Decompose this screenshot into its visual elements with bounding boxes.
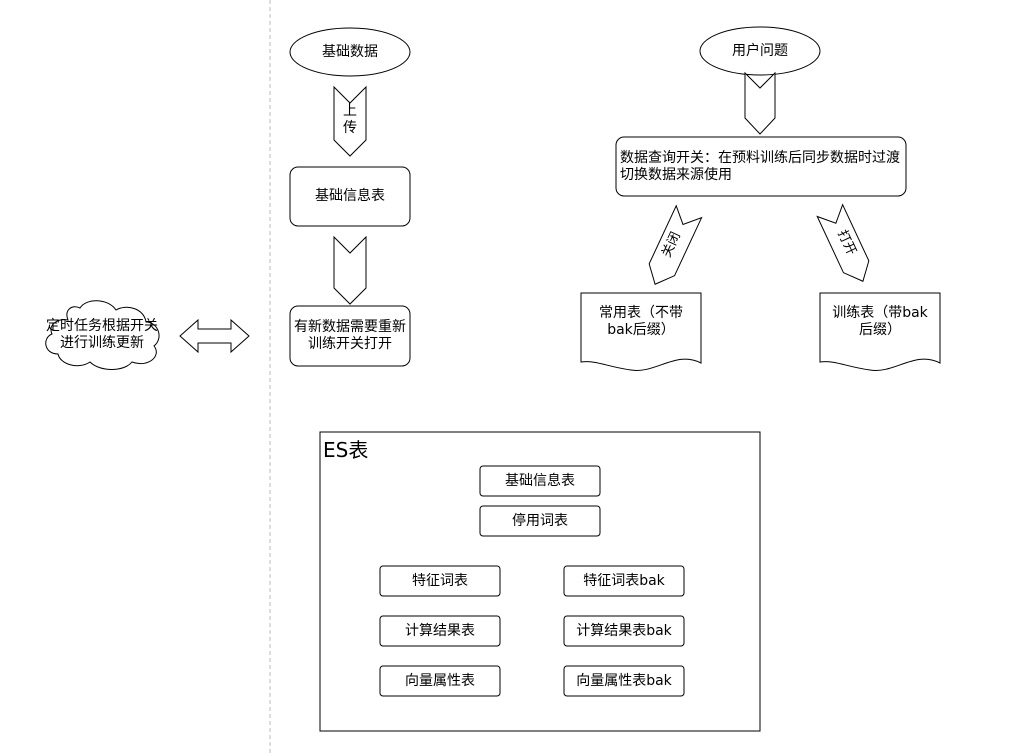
es-feature-words-bak-label: 特征词表bak: [583, 572, 665, 589]
train-table-label: 训练表（带bak后缀）: [832, 305, 928, 338]
es-calc-result-label: 计算结果表: [405, 622, 475, 639]
down-arrow-chevron[interactable]: [333, 235, 367, 305]
open-arrow[interactable]: [816, 203, 875, 288]
train-table-doc[interactable]: [819, 292, 941, 371]
es-base-info-box[interactable]: [479, 465, 601, 497]
close-arrow[interactable]: [642, 204, 703, 290]
es-feature-words-bak-box[interactable]: [563, 565, 685, 597]
es-base-info-label: 基础信息表: [505, 472, 575, 489]
query-switch-label: 数据查询开关：在预料训练后同步数据时过渡切换数据来源使用: [620, 149, 900, 183]
es-feature-words-label: 特征词表: [412, 572, 468, 589]
es-calc-result-bak-box[interactable]: [563, 615, 685, 647]
es-calc-result-bak-label: 计算结果表bak: [576, 622, 672, 639]
es-feature-words-box[interactable]: [379, 565, 501, 597]
common-table-label: 常用表（不带bak后缀）: [599, 305, 683, 338]
es-vector-attr-box[interactable]: [379, 665, 501, 697]
es-vector-attr-bak-label: 向量属性表bak: [576, 672, 672, 689]
es-stop-words-label: 停用词表: [512, 512, 568, 529]
base-data-ellipse[interactable]: [289, 27, 411, 77]
user-question-label: 用户问题: [732, 42, 788, 59]
es-calc-result-box[interactable]: [379, 615, 501, 647]
new-data-label: 有新数据需要重新训练开关打开: [294, 319, 406, 352]
user-question-ellipse[interactable]: [699, 26, 821, 76]
double-arrow[interactable]: [179, 318, 250, 354]
upload-arrow[interactable]: [333, 85, 367, 157]
cron-task-label: 定时任务根据开关进行训练更新: [46, 318, 158, 351]
common-table-doc[interactable]: [580, 292, 702, 371]
base-table-box[interactable]: [289, 166, 411, 227]
es-stop-words-box[interactable]: [479, 505, 601, 537]
base-data-label: 基础数据: [322, 43, 378, 60]
es-title: ES表: [323, 438, 369, 462]
query-arrow[interactable]: [744, 71, 776, 135]
upload-label: 上 传: [343, 103, 357, 136]
es-vector-attr-bak-box[interactable]: [563, 665, 685, 697]
base-table-label: 基础信息表: [315, 188, 385, 204]
query-switch-box[interactable]: [615, 136, 907, 197]
new-data-box[interactable]: [289, 305, 411, 367]
cron-task-cloud[interactable]: [45, 300, 160, 370]
es-vector-attr-label: 向量属性表: [405, 672, 475, 689]
